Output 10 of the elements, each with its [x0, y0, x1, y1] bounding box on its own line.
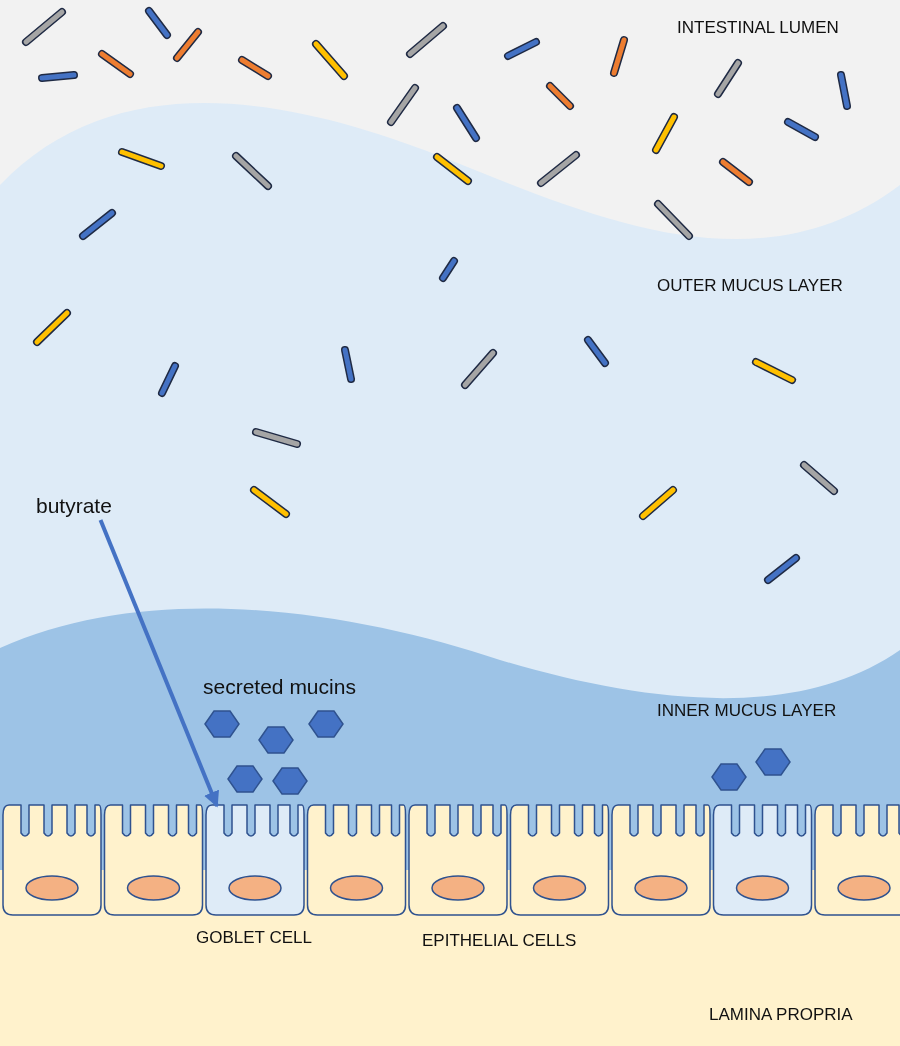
region-label: LAMINA PROPRIA [709, 1005, 853, 1026]
layer-label: OUTER MUCUS LAYER [657, 276, 843, 297]
text-label: butyrate [36, 494, 112, 518]
arrow [98, 519, 219, 808]
cell-label: EPITHELIAL CELLS [422, 931, 577, 952]
layer-label: INNER MUCUS LAYER [657, 701, 837, 722]
region-label: INTESTINAL LUMEN [677, 18, 839, 39]
text-label: secreted mucins [203, 674, 356, 700]
cell-label: GOBLET CELL [196, 928, 312, 949]
goblet-cell [205, 804, 305, 917]
